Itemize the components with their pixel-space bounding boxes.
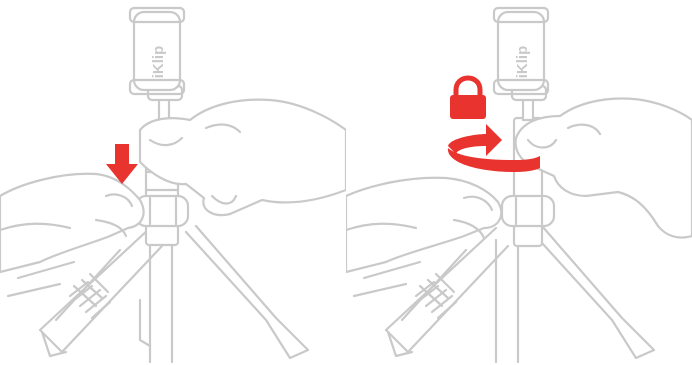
lower-hand [0,174,144,296]
phone-clamp: iKlip [494,8,548,120]
brand-label: iKlip [514,46,531,79]
brand-label: iKlip [150,46,167,79]
lock-icon [450,78,486,119]
step-1-push-down: iKlip [0,0,346,365]
step-2-lock-rotate: iKlip [346,0,692,365]
step-2-illustration: iKlip [346,0,692,365]
phone-clamp: iKlip [130,8,184,124]
step-1-illustration: iKlip [0,0,346,365]
